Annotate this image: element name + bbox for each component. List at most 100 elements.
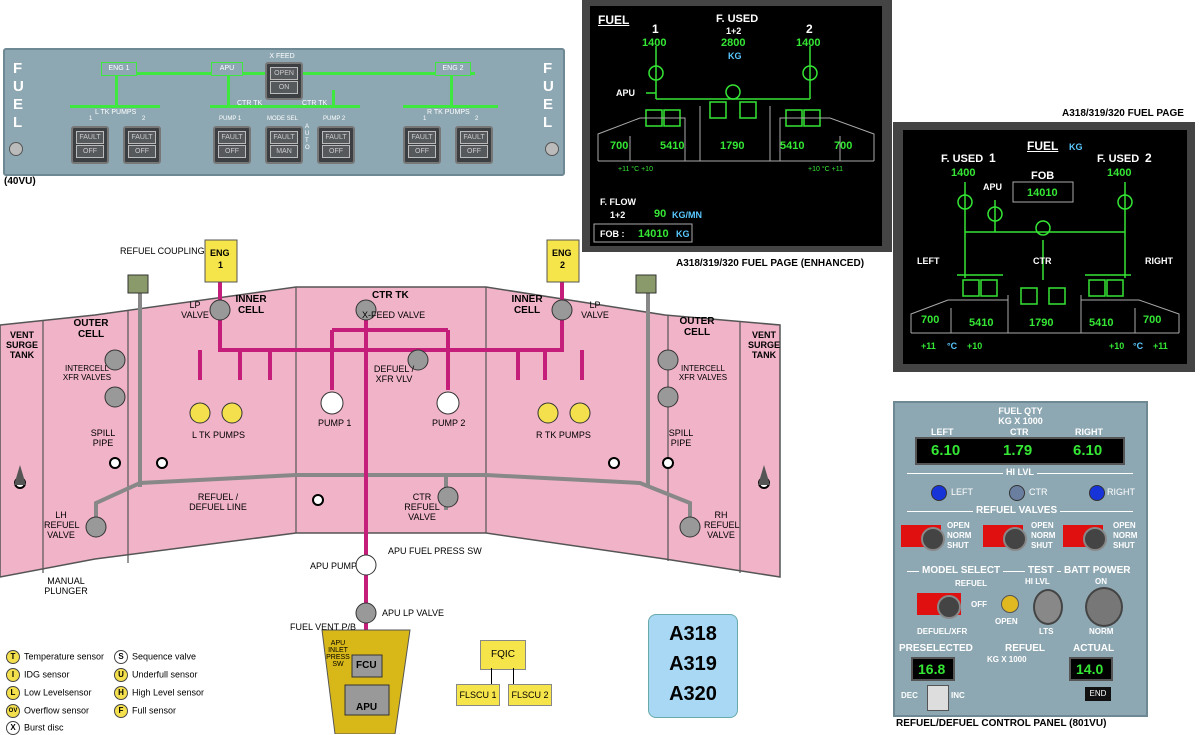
pump2-label: PUMP 2 bbox=[323, 116, 346, 122]
hi-lvl-right-label: RIGHT bbox=[1107, 487, 1135, 497]
legend-symbol: X bbox=[6, 721, 20, 735]
temp-left: +11 °C +10 bbox=[618, 166, 653, 173]
test-switch[interactable] bbox=[1033, 589, 1063, 625]
xfeed-button[interactable]: OPEN ON bbox=[265, 62, 303, 100]
outer-left-qty: 700 bbox=[921, 314, 940, 326]
refuel-control-panel: FUEL QTY KG X 1000 LEFT CTR RIGHT 6.10 1… bbox=[893, 401, 1148, 717]
pos-norm: NORM bbox=[947, 531, 972, 540]
defuel-xfr-pos-label: DEFUEL/XFR bbox=[917, 627, 968, 636]
r-tk-pumps-label: R TK PUMPS bbox=[427, 109, 470, 116]
connector-line bbox=[491, 668, 492, 684]
preselected-label: PRESELECTED bbox=[899, 643, 973, 654]
legend-label: IDG sensor bbox=[24, 669, 70, 680]
hi-lvl-ctr-light bbox=[1009, 485, 1025, 501]
toggle-icon bbox=[921, 527, 945, 551]
total-used: 2800 bbox=[721, 37, 746, 49]
fault-light: FAULT bbox=[128, 131, 156, 144]
ctr-tk-label-right: CTR TK bbox=[302, 100, 328, 107]
panel-id: (40VU) bbox=[4, 176, 36, 187]
ecam-enhanced-lines bbox=[593, 46, 875, 243]
f-used2-num: 2 bbox=[1145, 151, 1152, 165]
toggle-icon bbox=[937, 595, 961, 619]
refuel-valve-right-switch[interactable] bbox=[1063, 521, 1111, 551]
xfeed-on-light: ON bbox=[270, 81, 298, 94]
ecam-screen: FUEL KG F. USED 1 F. USED 2 1400 1400 AP… bbox=[903, 130, 1187, 364]
f-used-12: 1+2 bbox=[726, 26, 742, 36]
legend-label: Full sensor bbox=[132, 705, 177, 716]
eng2-num: 2 bbox=[806, 22, 813, 36]
pump-num: 2 bbox=[142, 116, 146, 122]
spill-pipe-left: SPILL PIPE bbox=[90, 428, 116, 448]
pos-shut: SHUT bbox=[947, 541, 969, 550]
eng2-used: 1400 bbox=[796, 37, 821, 49]
hi-lvl-right-light bbox=[1089, 485, 1105, 501]
mode-select-switch[interactable] bbox=[917, 589, 969, 619]
divider bbox=[907, 571, 1133, 572]
defuel-xfr-label: DEFUEL / XFR VLV bbox=[373, 364, 415, 384]
pos-shut: SHUT bbox=[1113, 541, 1135, 550]
pos-norm: NORM bbox=[1031, 531, 1056, 540]
outer-cell-right: OUTER CELL bbox=[679, 316, 715, 338]
fqic-box: FQIC bbox=[480, 640, 526, 670]
preselect-rocker[interactable] bbox=[927, 685, 949, 711]
feed-line bbox=[227, 72, 230, 107]
intercell-right: INTERCELL XFR VALVES bbox=[678, 364, 728, 382]
refuel-pos-label: REFUEL bbox=[955, 579, 987, 588]
kg-x-1000-label: KG X 1000 bbox=[998, 416, 1043, 426]
panel-screw-icon bbox=[545, 142, 559, 156]
panel-title-right: F U E L bbox=[543, 60, 554, 131]
ctr-tk-label-left: CTR TK bbox=[237, 100, 263, 107]
inner-cell-right: INNER CELL bbox=[511, 294, 543, 316]
left-label: LEFT bbox=[917, 256, 940, 266]
qty-ctr-value: 1.79 bbox=[1003, 442, 1033, 459]
f-used2-label: F. USED bbox=[1097, 153, 1140, 165]
f-used1-label: F. USED bbox=[941, 153, 984, 165]
legend-symbol: L bbox=[6, 686, 20, 700]
test-label: TEST bbox=[1025, 565, 1057, 576]
refuel-valve-ctr-switch[interactable] bbox=[983, 521, 1031, 551]
apu-inlet-press-sw-label: APU INLET PRESS SW bbox=[326, 640, 350, 668]
lp-valve-left: LP VALVE bbox=[181, 300, 209, 320]
preselected-display: 16.8 bbox=[911, 657, 955, 681]
panel-title-left: F U E L bbox=[13, 60, 24, 131]
qty-left-value: 6.10 bbox=[931, 442, 961, 459]
batt-power-switch[interactable] bbox=[1085, 587, 1123, 627]
off-light: OFF bbox=[460, 145, 488, 158]
refuel-valve-left-switch[interactable] bbox=[901, 521, 949, 551]
model-a320: A320 bbox=[669, 683, 717, 705]
legend-label: Sequence valve bbox=[132, 651, 197, 662]
hi-lvl-left-label: LEFT bbox=[951, 487, 974, 497]
f-flow-label: F. FLOW bbox=[600, 197, 636, 207]
outer-cell-left: OUTER CELL bbox=[73, 318, 109, 340]
feed-line bbox=[210, 105, 360, 108]
flscu1-box: FLSCU 1 bbox=[456, 684, 500, 706]
ecam-enhanced-caption: A318/319/320 FUEL PAGE (ENHANCED) bbox=[676, 258, 865, 269]
mode-sel-label: MODE SEL bbox=[267, 116, 299, 122]
eng2-label: ENG 2 bbox=[435, 62, 471, 76]
outer-left-qty: 700 bbox=[610, 140, 629, 152]
hi-lvl-ctr-label: CTR bbox=[1029, 487, 1048, 497]
fault-light: FAULT bbox=[322, 131, 350, 144]
temp-inner-left: +10 bbox=[967, 341, 983, 351]
fault-light: FAULT bbox=[460, 131, 488, 144]
open-light-label: OPEN bbox=[995, 617, 1018, 626]
off-light: OFF bbox=[128, 145, 156, 158]
l-tk-pumps-label: L TK PUMPS bbox=[192, 430, 246, 440]
temp-outer-left: +11 bbox=[921, 341, 936, 351]
qty-display: 6.10 1.79 6.10 bbox=[915, 437, 1125, 465]
legend-symbol: H bbox=[114, 686, 128, 700]
temp-outer-right: +11 bbox=[1153, 341, 1168, 351]
vent-surge-left: VENT SURGE TANK bbox=[5, 330, 38, 360]
